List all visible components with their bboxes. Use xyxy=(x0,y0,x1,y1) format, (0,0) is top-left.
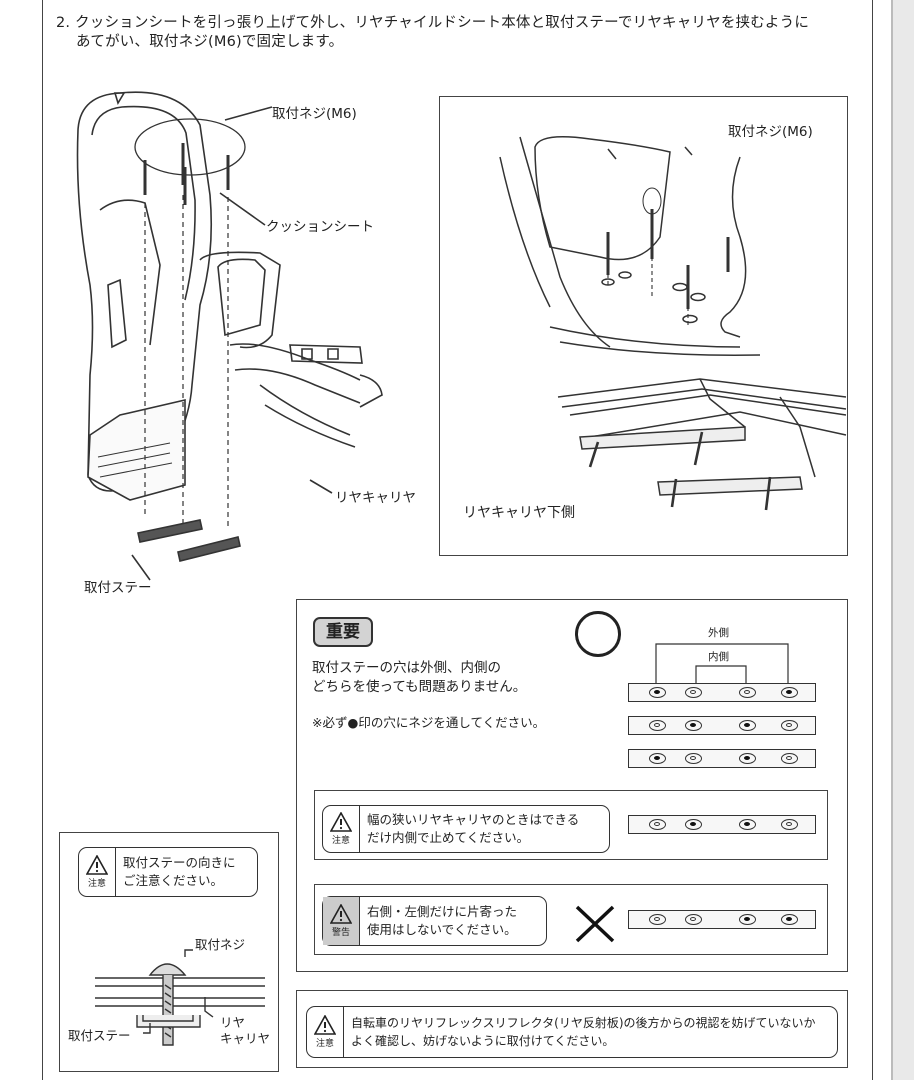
warning-triangle-icon xyxy=(330,904,352,924)
important-badge: 重要 xyxy=(313,617,373,647)
ok-symbol xyxy=(575,611,621,657)
screw-hole-used xyxy=(781,687,798,698)
screw-hole-used xyxy=(739,753,756,764)
caution-tag: 注意 xyxy=(87,879,106,889)
caution-narrow-box xyxy=(314,790,828,860)
caution-narrow-text: 幅の狭いリヤキャリヤのときはできる だけ内側で止めてください。 xyxy=(367,811,579,847)
warning-triangle-icon xyxy=(86,855,108,875)
hole-guide-lines xyxy=(655,643,789,683)
screw-hole-unused xyxy=(739,687,756,698)
warning-cell: 警告 xyxy=(323,897,360,945)
warning-tag: 警告 xyxy=(331,928,350,938)
stay-dir-screw-label: 取付ネジ xyxy=(195,937,246,952)
screw-hole-used xyxy=(649,753,666,764)
screw-hole-unused xyxy=(781,720,798,731)
important-text-2: どちらを使っても問題ありません。 xyxy=(312,679,527,695)
screw-hole-unused xyxy=(649,914,666,925)
warning-box xyxy=(314,884,828,955)
caution-tag: 注意 xyxy=(315,1039,334,1049)
screw-hole-unused xyxy=(781,753,798,764)
stay-pattern-ok-3 xyxy=(628,749,816,768)
screw-hole-unused xyxy=(685,753,702,764)
warning-line-2: 使用はしないでください。 xyxy=(367,922,517,937)
screw-hole-unused xyxy=(685,687,702,698)
detail-illustration xyxy=(499,136,847,511)
screw-hole-unused xyxy=(781,819,798,830)
reflector-line-2: よく確認し、妨げないように取付けてください。 xyxy=(351,1034,615,1048)
reflector-box xyxy=(296,990,848,1068)
reflector-panel: 注意 自転車のリヤリフレックスリフレクタ(リヤ反射板)の後方からの視認を妨げてい… xyxy=(306,1006,838,1058)
stay-pattern-ok-1 xyxy=(628,683,816,702)
stay-direction-line-1: 取付ステーの向きに xyxy=(123,855,236,870)
reflector-text: 自転車のリヤリフレックスリフレクタ(リヤ反射板)の後方からの視認を妨げていないか… xyxy=(351,1014,816,1050)
caution-narrow-panel: 注意 幅の狭いリヤキャリヤのときはできる だけ内側で止めてください。 xyxy=(322,805,610,853)
warning-panel: 警告 右側・左側だけに片寄った 使用はしないでください。 xyxy=(322,896,547,946)
caution-cell: 注意 xyxy=(323,806,360,852)
caution-narrow-line-2: だけ内側で止めてください。 xyxy=(367,830,530,845)
screw-label-detail: 取付ネジ(M6) xyxy=(728,124,813,140)
screw-hole-unused xyxy=(649,720,666,731)
stay-direction-caution: 注意 取付ステーの向きに ご注意ください。 xyxy=(78,847,258,897)
screw-hole-used xyxy=(649,687,666,698)
stay-direction-line-2: ご注意ください。 xyxy=(123,873,224,888)
screw-hole-unused xyxy=(649,819,666,830)
important-note: ※必ず●印の穴にネジを通してください。 xyxy=(312,715,546,730)
important-text-1: 取付ステーの穴は外側、内側の xyxy=(312,660,501,676)
stay-dir-stay-label: 取付ステー xyxy=(68,1028,131,1043)
stay-label-main: 取付ステー xyxy=(84,580,152,596)
important-box xyxy=(296,599,848,972)
stay-cross-section xyxy=(95,949,265,1046)
ng-cross-icon xyxy=(575,905,615,943)
warning-triangle-icon xyxy=(330,812,352,832)
cushion-label: クッションシート xyxy=(266,219,374,235)
screw-hole-used xyxy=(685,819,702,830)
caution-tag: 注意 xyxy=(331,836,350,846)
caution-cell: 注意 xyxy=(79,848,116,896)
screw-hole-used xyxy=(781,914,798,925)
stay-direction-text: 取付ステーの向きに ご注意ください。 xyxy=(123,854,236,890)
screw-hole-unused xyxy=(685,914,702,925)
carrier-label-main: リヤキャリヤ xyxy=(335,490,416,506)
stay-pattern-ng xyxy=(628,910,816,929)
caution-narrow-line-1: 幅の狭いリヤキャリヤのときはできる xyxy=(367,812,580,827)
stay-dir-carrier-label-2: キャリヤ xyxy=(220,1031,271,1046)
inner-label: 内側 xyxy=(708,651,729,663)
stay-dir-carrier-label-1: リヤ xyxy=(220,1015,246,1030)
carrier-under-label: リヤキャリヤ下側 xyxy=(463,505,575,521)
stay-pattern-narrow xyxy=(628,815,816,834)
caution-cell: 注意 xyxy=(307,1007,344,1057)
warning-line-1: 右側・左側だけに片寄った xyxy=(367,904,518,919)
stay-direction-box xyxy=(59,832,279,1072)
screw-hole-used xyxy=(739,914,756,925)
scrollbar-track[interactable] xyxy=(893,0,914,1080)
manual-page xyxy=(42,0,873,1080)
stay-pattern-ok-2 xyxy=(628,716,816,735)
screw-hole-used xyxy=(685,720,702,731)
screw-hole-used xyxy=(739,720,756,731)
warning-text: 右側・左側だけに片寄った 使用はしないでください。 xyxy=(367,903,517,939)
instruction-line-2: あてがい、取付ネジ(M6)で固定します。 xyxy=(76,34,344,50)
reflector-line-1: 自転車のリヤリフレックスリフレクタ(リヤ反射板)の後方からの視認を妨げていないか xyxy=(351,1016,816,1030)
screw-label-main: 取付ネジ(M6) xyxy=(272,106,357,122)
instruction-line-1: 2. クッションシートを引っ張り上げて外し、リヤチャイルドシート本体と取付ステー… xyxy=(56,15,810,31)
screw-hole-used xyxy=(739,819,756,830)
warning-triangle-icon xyxy=(314,1015,336,1035)
detail-figure-box xyxy=(439,96,848,556)
scrollbar-divider xyxy=(891,0,893,1080)
seat-illustration xyxy=(76,91,383,581)
instruction-text: 2. クッションシートを引っ張り上げて外し、リヤチャイルドシート本体と取付ステー… xyxy=(56,14,856,52)
outer-label: 外側 xyxy=(708,627,729,639)
